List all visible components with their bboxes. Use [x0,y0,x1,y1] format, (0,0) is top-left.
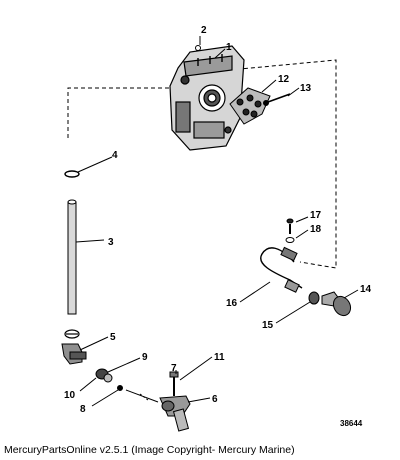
part-15-nut [308,291,320,305]
leader-lines [75,36,359,407]
part-6-valve [159,395,191,432]
callout-3: 3 [108,237,114,248]
callout-9: 9 [142,352,148,363]
figure-number: 38644 [340,419,363,428]
callout-1: 1 [226,42,232,53]
callout-5: 5 [110,332,116,343]
part-14-knob [321,291,352,317]
callout-2: 2 [201,25,207,36]
callout-6: 6 [212,394,218,405]
part-9-fitting [95,368,113,383]
callout-12: 12 [278,74,290,85]
part-3-rod [67,199,77,315]
carburetor-body [169,45,245,151]
callout-7: 7 [171,363,177,374]
callout-10: 10 [64,390,76,401]
part-13-screw [263,93,291,106]
callout-4: 4 [112,150,118,161]
part-2-screw [195,45,201,51]
callout-17: 17 [310,210,322,221]
part-4-ring [64,170,80,178]
callout-18: 18 [310,224,322,235]
callout-labels: 1 2 3 4 5 6 7 8 9 10 11 12 13 14 15 16 1… [64,25,372,415]
copyright-footer: MercuryPartsOnline v2.5.1 (Image Copyrig… [4,444,295,456]
choke-cable-lower [125,389,159,403]
part-17-18-screw-washer [285,218,295,243]
callout-16: 16 [226,298,238,309]
callout-15: 15 [262,320,274,331]
part-8-ball [117,385,123,391]
callout-8: 8 [80,404,86,415]
part-7-screw [169,371,179,396]
callout-14: 14 [360,284,372,295]
part-16-choke-cable [260,246,303,293]
part-5-clip [64,329,80,339]
callout-13: 13 [300,83,312,94]
dashed-routing-lines [67,59,337,269]
part-12-fuel-pump [229,87,271,125]
part-10-elbow-fitting [61,343,87,365]
callout-11: 11 [214,352,225,363]
